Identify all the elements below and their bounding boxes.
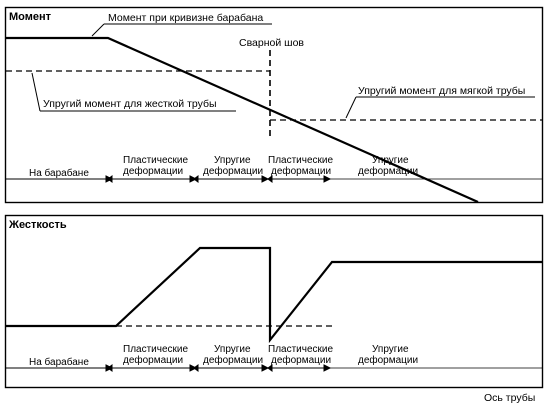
- drum-curvature-label: Момент при кривизне барабана: [108, 12, 263, 24]
- stiff-elastic-leader: [31, 72, 41, 112]
- zone-label-plastic-b1: Пластические: [268, 155, 333, 166]
- zone-arrows-top: [6, 175, 332, 183]
- zone-label-elastic-d1: Упругие: [372, 344, 409, 355]
- zone-label-on-drum-bottom: На барабане: [29, 356, 89, 368]
- zone-label-plastic-d1: Пластические: [268, 344, 333, 355]
- zone-label-elastic-a2: деформации: [203, 165, 263, 177]
- zone-arrows-bottom: [6, 364, 332, 372]
- soft-elastic-label: Упругий момент для мягкой трубы: [358, 85, 525, 97]
- stiffness-panel-frame: [4, 214, 544, 389]
- zone-label-plastic-c2: деформации: [123, 354, 183, 366]
- drum-curvature-leader: [91, 23, 105, 37]
- moment-panel-frame: [4, 6, 544, 204]
- zone-label-plastic-a1: Пластические: [123, 155, 188, 166]
- zone-label-elastic-b2: деформации: [358, 165, 418, 177]
- zone-label-plastic-a2: деформации: [123, 165, 183, 177]
- zone-label-plastic-b2: деформации: [271, 165, 331, 177]
- zone-label-elastic-c1: Упругие: [214, 344, 251, 355]
- zone-label-elastic-b1: Упругие: [372, 155, 409, 166]
- stiff-elastic-label: Упругий момент для жесткой трубы: [43, 98, 217, 110]
- zone-label-elastic-a1: Упругие: [214, 155, 251, 166]
- moment-panel-title: Момент: [9, 11, 52, 23]
- moment-curve: [6, 36, 479, 204]
- pipe-axis-label: Ось трубы: [484, 392, 535, 404]
- zone-label-on-drum-top: На барабане: [29, 167, 89, 179]
- zone-label-plastic-d2: деформации: [271, 354, 331, 366]
- stiffness-curve: [6, 246, 542, 344]
- stiffness-panel-title: Жесткость: [8, 219, 67, 231]
- zone-label-elastic-d2: деформации: [358, 354, 418, 366]
- zone-label-elastic-c2: деформации: [203, 354, 263, 366]
- soft-elastic-leader: [345, 96, 357, 119]
- weld-label: Сварной шов: [239, 37, 304, 49]
- zone-label-plastic-c1: Пластические: [123, 344, 188, 355]
